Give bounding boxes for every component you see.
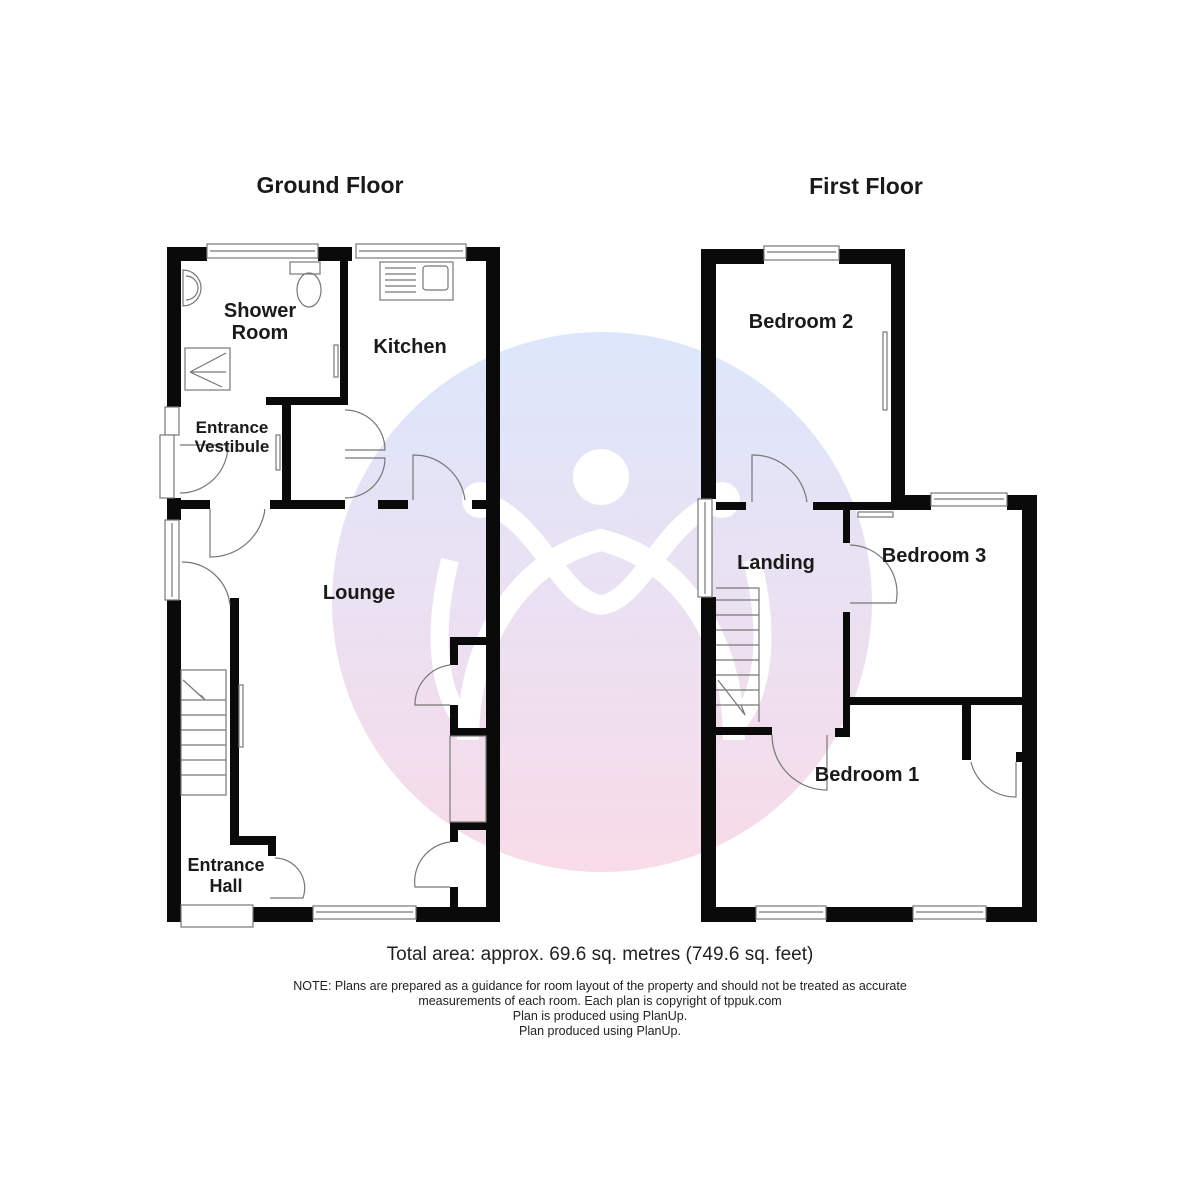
floor-title-ground: Ground Floor — [256, 172, 404, 198]
room-label-line: Bedroom 2 — [748, 311, 854, 333]
room-label-kitchen: Kitchen — [373, 336, 446, 358]
room-label-shower-room: Shower Room — [224, 300, 296, 344]
room-label-entrance-hall: Entrance Hall — [187, 855, 264, 897]
ground-floor-walls — [167, 247, 500, 922]
agency-logo-icon — [332, 332, 872, 872]
first-floor-walls — [701, 249, 1037, 922]
room-label-line: Entrance — [187, 855, 265, 875]
ground-floor-fixtures — [159, 243, 487, 928]
note-line: Plan is produced using PlanUp. — [512, 1009, 688, 1023]
room-label-bedroom-2: Bedroom 2 — [749, 311, 853, 333]
room-label-bedroom-3: Bedroom 3 — [882, 545, 986, 567]
room-label-line: Shower — [223, 300, 297, 322]
room-label-line: Entrance — [195, 418, 269, 437]
floor-title-first: First Floor — [809, 173, 923, 199]
room-label-landing: Landing — [737, 552, 815, 574]
room-label-entrance-vestibule: Entrance Vestibule — [195, 418, 270, 456]
room-label-bedroom-1: Bedroom 1 — [815, 764, 919, 786]
room-label-line: Hall — [209, 876, 243, 896]
disclaimer-note: NOTE: Plans are prepared as a guidance f… — [0, 979, 1200, 1039]
note-line: Plan produced using PlanUp. — [519, 1024, 681, 1038]
total-area: Total area: approx. 69.6 sq. metres (749… — [386, 944, 814, 965]
room-label-line: Bedroom 1 — [814, 764, 920, 786]
room-label-line: Landing — [737, 552, 815, 574]
room-label-line: Lounge — [322, 582, 396, 604]
room-label-line: Bedroom 3 — [881, 545, 987, 567]
room-label-line: Kitchen — [373, 336, 447, 358]
note-line: measurements of each room. Each plan is … — [418, 994, 782, 1008]
room-label-line: Vestibule — [194, 437, 270, 456]
note-line: NOTE: Plans are prepared as a guidance f… — [293, 979, 907, 993]
room-label-line: Room — [231, 322, 289, 344]
first-floor-fixtures — [697, 245, 1017, 920]
room-label-lounge: Lounge — [323, 582, 395, 604]
